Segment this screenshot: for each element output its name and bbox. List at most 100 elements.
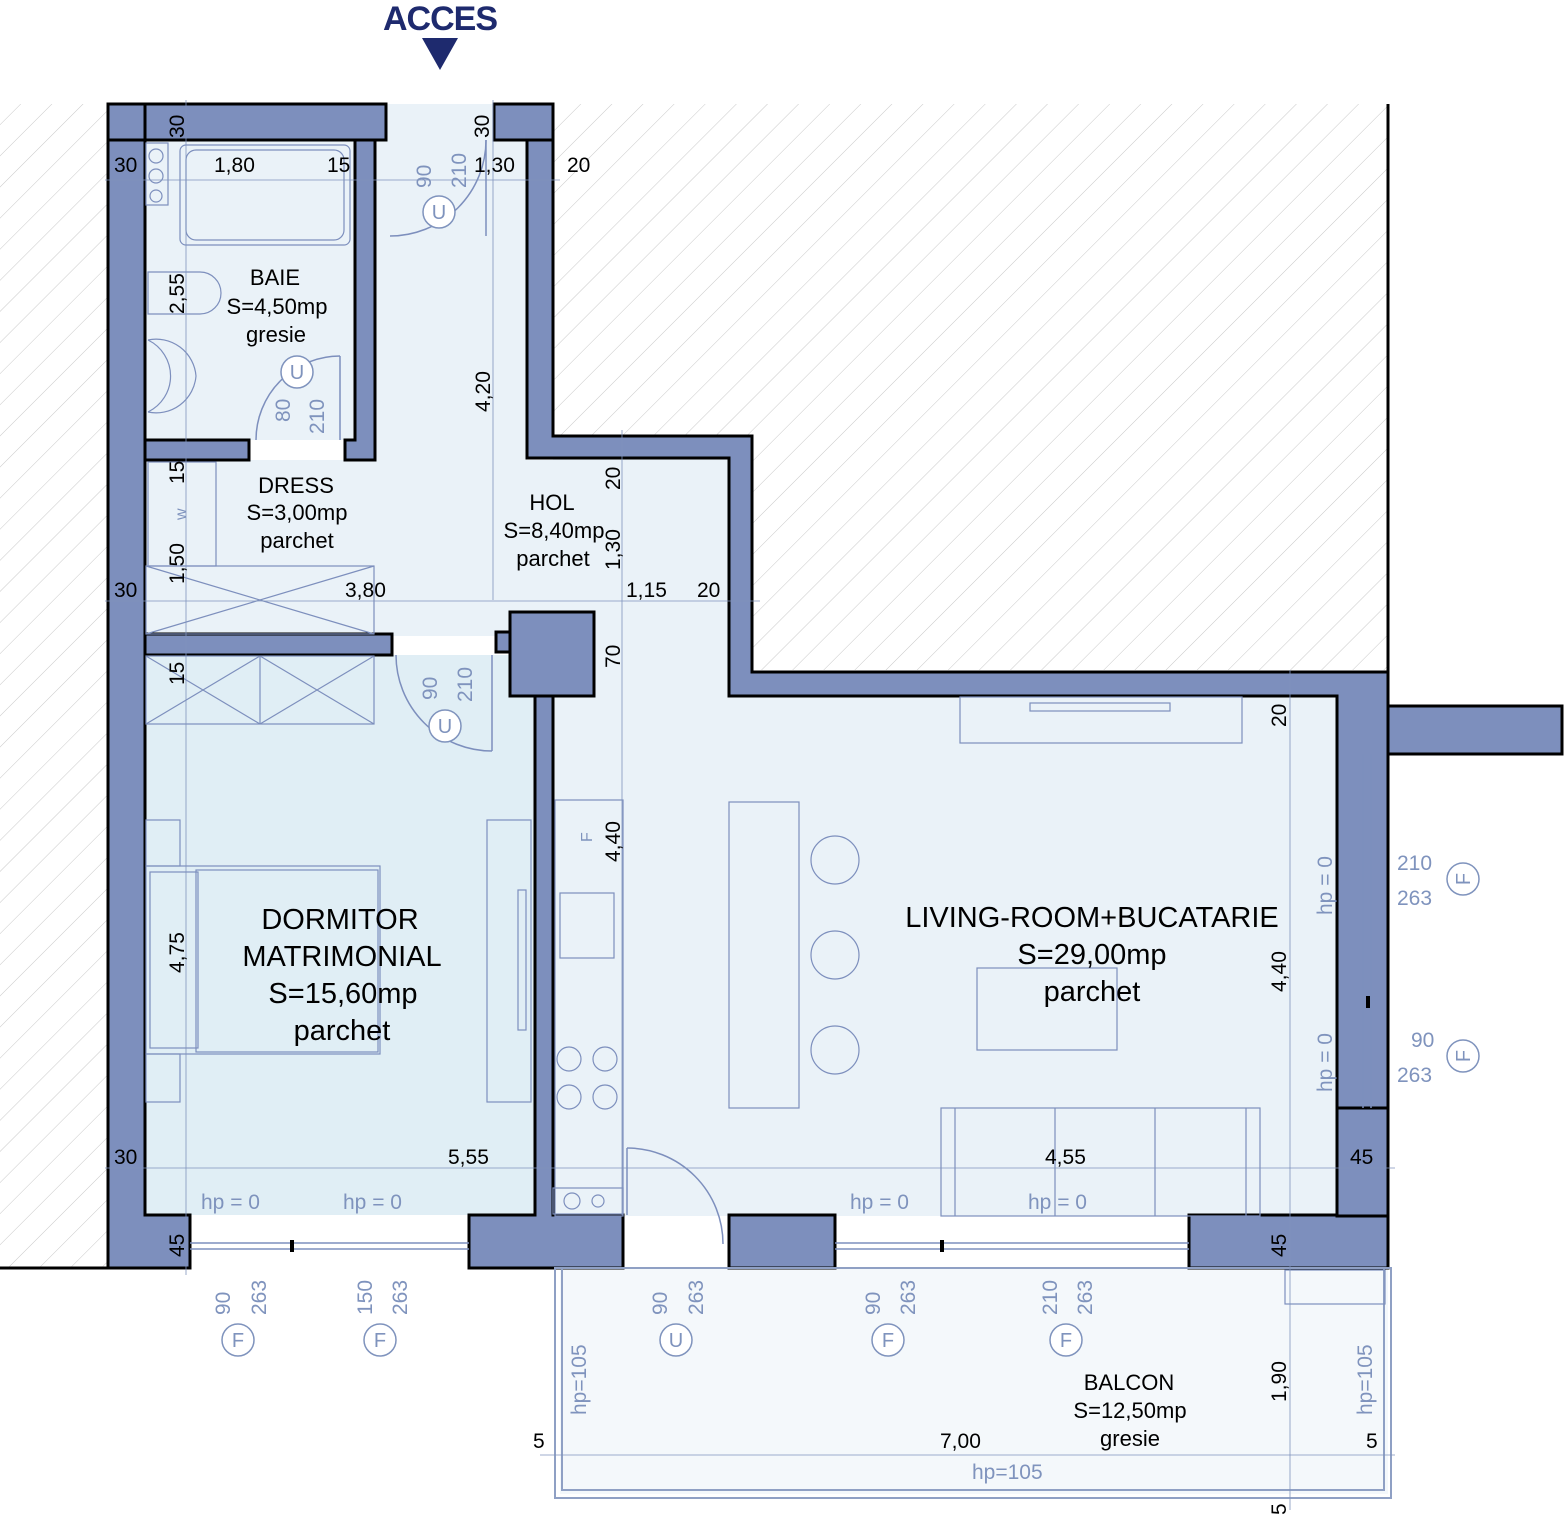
win-right-1-w: 210 bbox=[1397, 852, 1432, 875]
room-baie-name: BAIE bbox=[250, 265, 300, 290]
furniture bbox=[145, 142, 1386, 1305]
dim-5-left: 5 bbox=[533, 1430, 545, 1453]
marker-f-right-1: F bbox=[1453, 873, 1475, 885]
win-b1-w: 90 bbox=[212, 1292, 235, 1315]
floors bbox=[145, 104, 1388, 1494]
dim-hol-height: 4,20 bbox=[472, 371, 495, 412]
dim-5-bottom: 5 bbox=[1268, 1503, 1291, 1515]
win-b3-h: 263 bbox=[897, 1280, 920, 1315]
win-b4-h: 263 bbox=[1074, 1280, 1097, 1315]
door-balcon-w: 90 bbox=[649, 1292, 672, 1315]
dim-15-top: 15 bbox=[327, 154, 350, 177]
dim-5-right: 5 bbox=[1366, 1430, 1378, 1453]
hp-balcon-bottom: hp=105 bbox=[972, 1461, 1043, 1484]
dim-corr-width: 1,15 bbox=[626, 579, 667, 602]
marker-u-balcon: U bbox=[669, 1330, 683, 1352]
marker-f-b4: F bbox=[1060, 1330, 1072, 1352]
room-dress-finish: parchet bbox=[260, 528, 333, 553]
dim-20-corr: 20 bbox=[602, 467, 625, 490]
dim-30-v-right: 30 bbox=[471, 115, 494, 138]
dim-30-mid: 30 bbox=[114, 579, 137, 602]
door-entry-width: 90 bbox=[413, 165, 436, 188]
room-living-area: S=29,00mp bbox=[1017, 939, 1166, 971]
hp-balcon-right: hp=105 bbox=[1354, 1344, 1377, 1415]
dim-20-top: 20 bbox=[567, 154, 590, 177]
hp-bed-2: hp = 0 bbox=[343, 1191, 402, 1214]
dim-45-left: 45 bbox=[166, 1234, 189, 1257]
dim-living-height: 4,40 bbox=[1268, 951, 1291, 992]
dim-70: 70 bbox=[602, 645, 625, 668]
dim-kitchen-height: 4,40 bbox=[602, 821, 625, 862]
door-bath-width: 80 bbox=[272, 399, 295, 422]
door-bed-height: 210 bbox=[454, 667, 477, 702]
dimension-lines bbox=[105, 100, 1395, 1510]
hp-balcon-left: hp=105 bbox=[568, 1344, 591, 1415]
dim-30-v-left: 30 bbox=[166, 115, 189, 138]
room-dormitor-area: S=15,60mp bbox=[268, 978, 417, 1010]
win-b2-w: 150 bbox=[354, 1280, 377, 1315]
dim-30-top: 30 bbox=[114, 154, 137, 177]
hp-right-2: hp = 0 bbox=[1314, 1033, 1337, 1092]
room-dress-area: S=3,00mp bbox=[247, 500, 348, 525]
dim-bed-height: 4,75 bbox=[166, 932, 189, 973]
hp-right-1: hp = 0 bbox=[1314, 856, 1337, 915]
exterior-hatch-left bbox=[0, 104, 108, 1268]
dim-45-right-v: 45 bbox=[1268, 1234, 1291, 1257]
room-balcon-area: S=12,50mp bbox=[1073, 1398, 1186, 1423]
marker-f-b2: F bbox=[374, 1330, 386, 1352]
marker-f-b1: F bbox=[232, 1330, 244, 1352]
room-baie-finish: gresie bbox=[246, 322, 306, 347]
dim-living-width: 4,55 bbox=[1045, 1146, 1086, 1169]
win-b3-w: 90 bbox=[862, 1292, 885, 1315]
room-dormitor-finish: parchet bbox=[294, 1015, 391, 1047]
door-entry-height: 210 bbox=[448, 153, 471, 188]
dim-15-dress: 15 bbox=[166, 461, 189, 484]
room-baie-area: S=4,50mp bbox=[227, 294, 328, 319]
dim-dress-height: 1,50 bbox=[166, 543, 189, 584]
dim-bath-height: 2,55 bbox=[166, 273, 189, 314]
wardrobe-mark: w bbox=[173, 508, 190, 521]
walls bbox=[106, 102, 1564, 1270]
win-right-2-h: 263 bbox=[1397, 1064, 1432, 1087]
dim-bed-width: 5,55 bbox=[448, 1146, 489, 1169]
room-hol-name: HOL bbox=[529, 490, 574, 515]
win-b1-h: 263 bbox=[248, 1280, 271, 1315]
dim-20-mid: 20 bbox=[697, 579, 720, 602]
marker-u-entry: U bbox=[432, 202, 446, 224]
room-balcon-finish: gresie bbox=[1100, 1426, 1160, 1451]
access-arrow-icon bbox=[422, 38, 458, 70]
dim-balcon-height: 1,90 bbox=[1268, 1361, 1291, 1402]
exterior-hatch-right bbox=[553, 104, 1388, 670]
doors bbox=[255, 139, 724, 1245]
fridge-mark: F bbox=[579, 832, 596, 842]
win-b2-h: 263 bbox=[389, 1280, 412, 1315]
room-dormitor-name-1: DORMITOR bbox=[261, 904, 418, 936]
marker-f-right-2: F bbox=[1453, 1050, 1475, 1062]
hp-liv-2: hp = 0 bbox=[1028, 1191, 1087, 1214]
door-bed-width: 90 bbox=[419, 677, 442, 700]
win-right-2-w: 90 bbox=[1411, 1029, 1434, 1052]
access-label: ACCES bbox=[382, 0, 498, 38]
room-living-name: LIVING-ROOM+BUCATARIE bbox=[905, 902, 1279, 934]
win-right-1-h: 263 bbox=[1397, 887, 1432, 910]
hp-liv-1: hp = 0 bbox=[850, 1191, 909, 1214]
room-dormitor-name-2: MATRIMONIAL bbox=[242, 941, 441, 973]
marker-u-bath: U bbox=[290, 362, 304, 384]
marker-f-b3: F bbox=[882, 1330, 894, 1352]
room-hol-finish: parchet bbox=[516, 546, 589, 571]
room-living-finish: parchet bbox=[1044, 976, 1141, 1008]
room-dress-name: DRESS bbox=[258, 473, 334, 498]
dim-balcon-width: 7,00 bbox=[940, 1430, 981, 1453]
dim-corr-height: 1,30 bbox=[602, 529, 625, 570]
win-b4-w: 210 bbox=[1039, 1280, 1062, 1315]
dim-15-bed: 15 bbox=[166, 662, 189, 685]
dim-bath-length: 1,80 bbox=[214, 154, 255, 177]
door-bath-height: 210 bbox=[306, 399, 329, 434]
windows bbox=[190, 754, 1372, 1250]
room-hol-area: S=8,40mp bbox=[504, 518, 605, 543]
dim-hol-top: 1,30 bbox=[474, 154, 515, 177]
door-balcon-h: 263 bbox=[685, 1280, 708, 1315]
room-balcon-name: BALCON bbox=[1084, 1370, 1174, 1395]
dim-dress-width: 3,80 bbox=[345, 579, 386, 602]
